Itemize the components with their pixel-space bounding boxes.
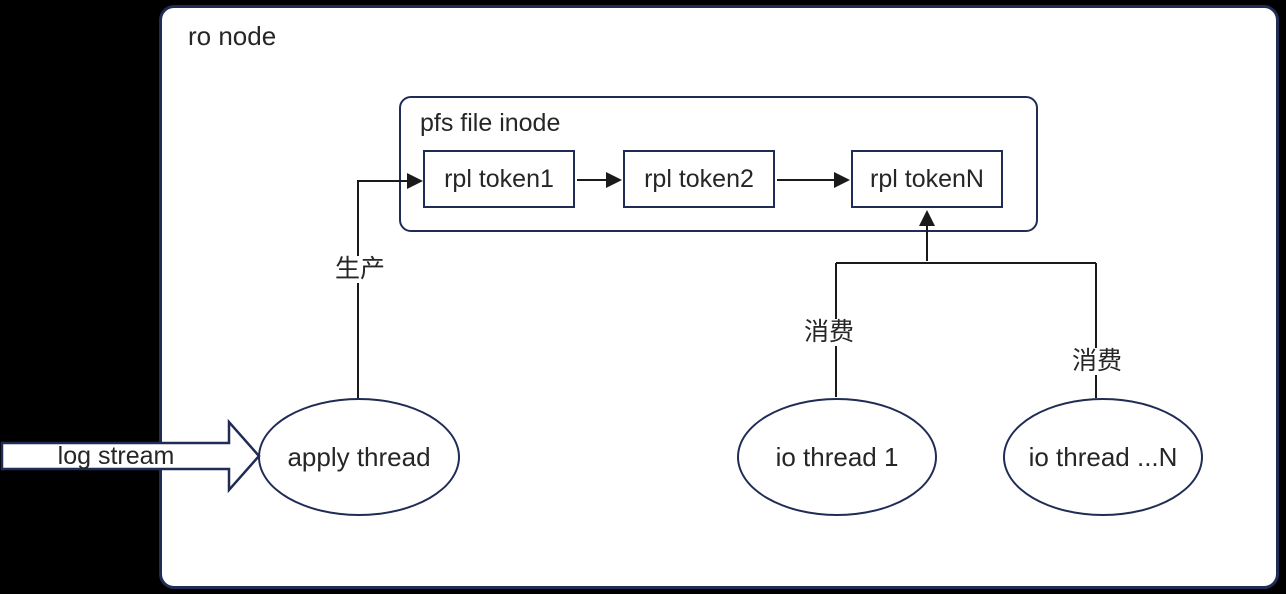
rpl-tokenN-box: rpl tokenN	[851, 150, 1003, 208]
ro-node-label: ro node	[188, 21, 277, 51]
consume-left-edge-label: 消费	[791, 319, 867, 346]
apply-thread-node: apply thread	[258, 398, 460, 516]
pfs-file-inode-label: pfs file inode	[420, 109, 561, 137]
rpl-token2-box: rpl token2	[623, 150, 775, 208]
consume-right-edge-label: 消费	[1059, 348, 1135, 375]
apply-thread-label: apply thread	[287, 441, 431, 472]
rpl-token1-label: rpl token1	[444, 164, 554, 193]
rpl-token2-label: rpl token2	[644, 164, 754, 193]
produce-edge-label: 生产	[322, 256, 398, 283]
rpl-tokenN-label: rpl tokenN	[870, 164, 984, 193]
log-stream-label: log stream	[57, 442, 175, 470]
io-thread-1-label: io thread 1	[775, 441, 899, 472]
io-thread-1-node: io thread 1	[737, 398, 937, 516]
io-thread-n-node: io thread ...N	[1003, 398, 1203, 516]
rpl-token1-box: rpl token1	[423, 150, 575, 208]
io-thread-n-label: io thread ...N	[1028, 441, 1178, 472]
